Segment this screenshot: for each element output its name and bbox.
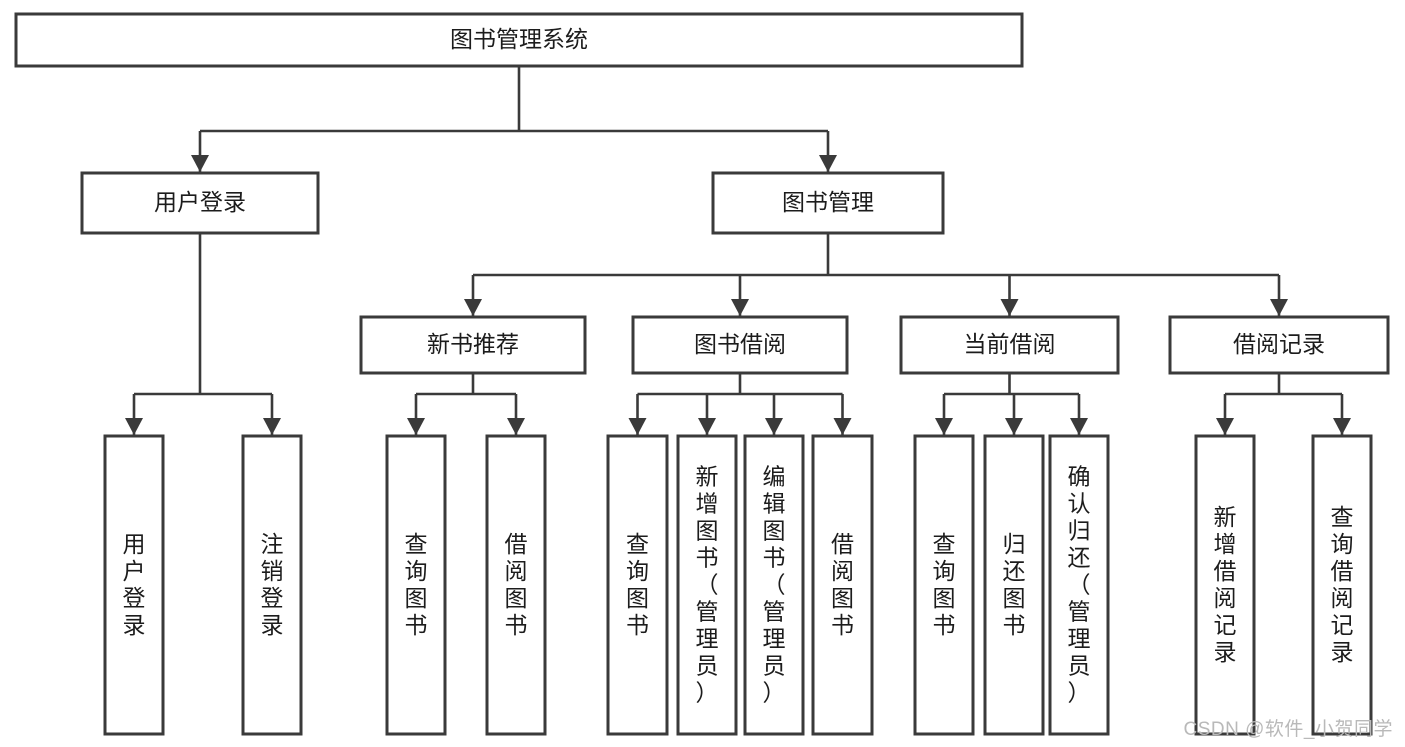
node-leaf-user-login[interactable]: 用户登录 bbox=[103, 434, 165, 736]
node-box-book-manage bbox=[711, 171, 945, 235]
node-current-borrow[interactable]: 当前借阅 bbox=[899, 315, 1120, 375]
node-leaf-borrow-book-1[interactable]: 借阅图书 bbox=[485, 434, 547, 736]
node-box-leaf-borrow-book-2 bbox=[811, 434, 874, 736]
arrow-head-icon bbox=[731, 299, 749, 316]
node-label-new-book-rec: 新书推荐 bbox=[427, 331, 519, 357]
edge-group-book-manage bbox=[464, 233, 1288, 316]
node-book-manage[interactable]: 图书管理 bbox=[711, 171, 945, 235]
node-box-leaf-return-book bbox=[983, 434, 1045, 736]
node-box-leaf-confirm-return-admin bbox=[1048, 434, 1110, 736]
node-box-user-login bbox=[80, 171, 320, 235]
arrow-head-icon bbox=[1333, 418, 1351, 435]
node-label-leaf-borrow-book-2: 借阅图书 bbox=[831, 531, 854, 638]
arrow-head-icon bbox=[1070, 418, 1088, 435]
arrow-head-icon bbox=[1216, 418, 1234, 435]
arrow-head-icon bbox=[407, 418, 425, 435]
edge-layer bbox=[125, 66, 1351, 435]
node-label-leaf-query-borrow-record: 查询借阅记录 bbox=[1331, 504, 1354, 665]
node-leaf-confirm-return-admin[interactable]: 确认归还（管理员） bbox=[1048, 434, 1110, 736]
node-layer: 图书管理系统用户登录图书管理新书推荐图书借阅当前借阅借阅记录用户登录注销登录查询… bbox=[14, 12, 1390, 736]
node-label-book-borrow: 图书借阅 bbox=[694, 331, 786, 357]
node-box-root bbox=[14, 12, 1024, 68]
arrow-head-icon bbox=[1005, 418, 1023, 435]
arrow-head-icon bbox=[1000, 299, 1019, 316]
arrow-head-icon bbox=[263, 418, 281, 435]
node-box-leaf-query-book-3 bbox=[913, 434, 975, 736]
node-leaf-user-logout[interactable]: 注销登录 bbox=[241, 434, 303, 736]
node-label-current-borrow: 当前借阅 bbox=[964, 331, 1056, 357]
node-box-borrow-record bbox=[1168, 315, 1390, 375]
node-box-current-borrow bbox=[899, 315, 1120, 375]
node-user-login[interactable]: 用户登录 bbox=[80, 171, 320, 235]
arrow-head-icon bbox=[464, 299, 482, 316]
node-label-leaf-query-book-3: 查询图书 bbox=[933, 531, 956, 638]
node-leaf-query-book-2[interactable]: 查询图书 bbox=[606, 434, 669, 736]
arrow-head-icon bbox=[191, 155, 209, 172]
node-label-leaf-user-login: 用户登录 bbox=[123, 531, 146, 638]
node-book-borrow[interactable]: 图书借阅 bbox=[631, 315, 849, 375]
edge-group-user-login bbox=[125, 233, 281, 435]
node-leaf-query-borrow-record[interactable]: 查询借阅记录 bbox=[1311, 434, 1373, 736]
node-leaf-query-book-3[interactable]: 查询图书 bbox=[913, 434, 975, 736]
node-leaf-query-book-1[interactable]: 查询图书 bbox=[385, 434, 447, 736]
node-leaf-add-borrow-record[interactable]: 新增借阅记录 bbox=[1194, 434, 1256, 736]
node-new-book-rec[interactable]: 新书推荐 bbox=[359, 315, 587, 375]
watermark: CSDN @软件_小贺同学 bbox=[1183, 719, 1393, 740]
node-box-leaf-borrow-book-1 bbox=[485, 434, 547, 736]
arrow-head-icon bbox=[833, 418, 852, 435]
arrow-head-icon bbox=[698, 418, 716, 435]
node-root[interactable]: 图书管理系统 bbox=[14, 12, 1024, 68]
node-label-leaf-add-book-admin: 新增图书（管理员） bbox=[696, 464, 719, 706]
node-box-leaf-user-logout bbox=[241, 434, 303, 736]
node-box-leaf-user-login bbox=[103, 434, 165, 736]
node-leaf-borrow-book-2[interactable]: 借阅图书 bbox=[811, 434, 874, 736]
node-label-leaf-user-logout: 注销登录 bbox=[261, 531, 284, 638]
node-label-leaf-return-book: 归还图书 bbox=[1003, 531, 1026, 638]
node-box-leaf-add-book-admin bbox=[676, 434, 738, 736]
arrow-head-icon bbox=[628, 418, 647, 435]
arrow-head-icon bbox=[935, 418, 953, 435]
node-label-leaf-add-borrow-record: 新增借阅记录 bbox=[1214, 504, 1237, 665]
node-leaf-edit-book-admin[interactable]: 编辑图书（管理员） bbox=[743, 434, 805, 736]
node-box-leaf-add-borrow-record bbox=[1194, 434, 1256, 736]
edge-group-new-book-rec bbox=[407, 373, 525, 435]
edge-group-borrow-record bbox=[1216, 373, 1351, 435]
node-leaf-return-book[interactable]: 归还图书 bbox=[983, 434, 1045, 736]
edge-group-book-borrow bbox=[628, 373, 852, 435]
node-label-leaf-confirm-return-admin: 确认归还（管理员） bbox=[1068, 464, 1091, 706]
node-label-leaf-query-book-2: 查询图书 bbox=[626, 531, 649, 638]
node-label-borrow-record: 借阅记录 bbox=[1233, 331, 1325, 357]
node-borrow-record[interactable]: 借阅记录 bbox=[1168, 315, 1390, 375]
node-leaf-add-book-admin[interactable]: 新增图书（管理员） bbox=[676, 434, 738, 736]
node-label-root: 图书管理系统 bbox=[450, 26, 588, 52]
node-label-leaf-query-book-1: 查询图书 bbox=[405, 531, 428, 638]
edge-group-root bbox=[191, 66, 837, 172]
node-box-book-borrow bbox=[631, 315, 849, 375]
node-box-new-book-rec bbox=[359, 315, 587, 375]
node-label-leaf-borrow-book-1: 借阅图书 bbox=[505, 531, 528, 638]
node-box-leaf-query-borrow-record bbox=[1311, 434, 1373, 736]
node-label-leaf-edit-book-admin: 编辑图书（管理员） bbox=[763, 464, 786, 706]
node-box-leaf-edit-book-admin bbox=[743, 434, 805, 736]
arrow-head-icon bbox=[507, 418, 525, 435]
arrow-head-icon bbox=[1270, 299, 1288, 316]
arrow-head-icon bbox=[819, 155, 837, 172]
node-box-leaf-query-book-1 bbox=[385, 434, 447, 736]
node-label-book-manage: 图书管理 bbox=[782, 189, 874, 215]
arrow-head-icon bbox=[765, 418, 783, 435]
edge-group-current-borrow bbox=[935, 373, 1088, 435]
node-box-leaf-query-book-2 bbox=[606, 434, 669, 736]
node-label-user-login: 用户登录 bbox=[154, 189, 246, 215]
arrow-head-icon bbox=[125, 418, 143, 435]
